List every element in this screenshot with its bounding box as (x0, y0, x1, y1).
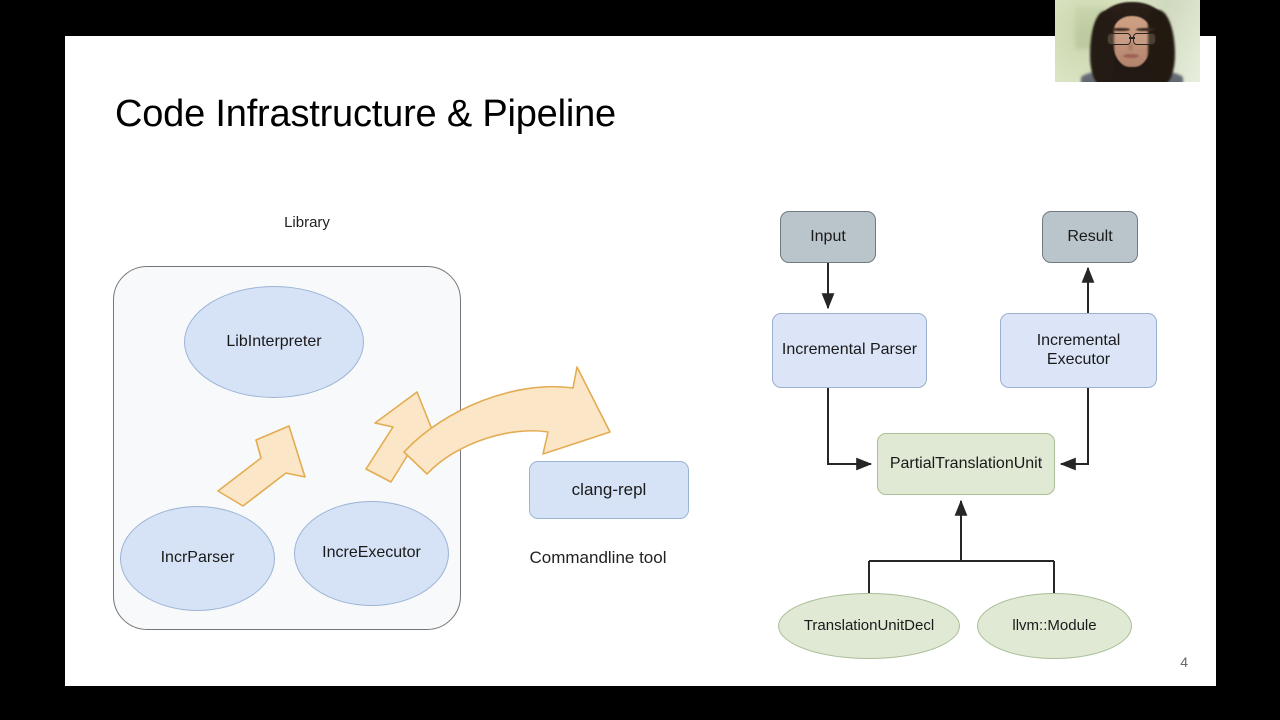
webcam-nose (1127, 42, 1134, 51)
node-libinterpreter[interactable]: LibInterpreter (184, 286, 364, 398)
presenter-webcam-overlay[interactable] (1055, 0, 1200, 82)
node-increexecutor[interactable]: IncreExecutor (294, 501, 449, 606)
node-translation-unit-decl[interactable]: TranslationUnitDecl (778, 593, 960, 659)
node-incremental-executor[interactable]: Incremental Executor (1000, 313, 1157, 388)
webcam-lens-right (1132, 32, 1157, 46)
node-clang-repl[interactable]: clang-repl (529, 461, 689, 519)
node-partial-translation-unit-label: PartialTranslationUnit (889, 454, 1043, 472)
node-partial-translation-unit[interactable]: PartialTranslationUnit (877, 433, 1055, 495)
webcam-glasses (1107, 32, 1157, 46)
node-input-label: Input (810, 227, 846, 245)
page-number: 4 (1180, 654, 1188, 670)
node-translation-unit-decl-label: TranslationUnitDecl (803, 617, 935, 635)
page-title: Code Infrastructure & Pipeline (115, 93, 616, 135)
node-libinterpreter-label: LibInterpreter (226, 332, 322, 350)
node-increexecutor-label: IncreExecutor (322, 544, 421, 562)
node-incremental-parser-label: Incremental Parser (781, 341, 918, 359)
node-input[interactable]: Input (780, 211, 876, 263)
edge-incremental-parser-to-ptu (827, 388, 873, 471)
webcam-lips (1123, 54, 1140, 59)
webcam-glasses-bridge (1128, 37, 1135, 39)
node-incrparser-label: IncrParser (160, 549, 235, 567)
node-result[interactable]: Result (1042, 211, 1138, 263)
webcam-eyebrow-right (1136, 27, 1156, 31)
node-incremental-parser[interactable]: Incremental Parser (772, 313, 927, 388)
webcam-face (1111, 16, 1153, 68)
webcam-eyebrow-left (1111, 27, 1131, 31)
library-caption: Library (284, 214, 330, 231)
slide-canvas: Code Infrastructure & Pipeline Library L… (65, 36, 1216, 686)
node-result-label: Result (1067, 227, 1113, 245)
webcam-lens-left (1107, 32, 1131, 46)
right-diagram: Input Result Incremental Parser Incremen… (755, 161, 1195, 661)
node-llvm-module-label: llvm::Module (1012, 617, 1097, 635)
webcam-hair-left (1089, 11, 1115, 82)
node-incrparser[interactable]: IncrParser (120, 506, 275, 611)
node-incremental-executor-label: Incremental Executor (1036, 332, 1121, 368)
node-llvm-module[interactable]: llvm::Module (977, 593, 1132, 659)
node-clang-repl-label: clang-repl (571, 480, 647, 500)
commandline-tool-caption: Commandline tool (529, 548, 667, 567)
edge-incremental-executor-to-ptu (1059, 388, 1089, 471)
